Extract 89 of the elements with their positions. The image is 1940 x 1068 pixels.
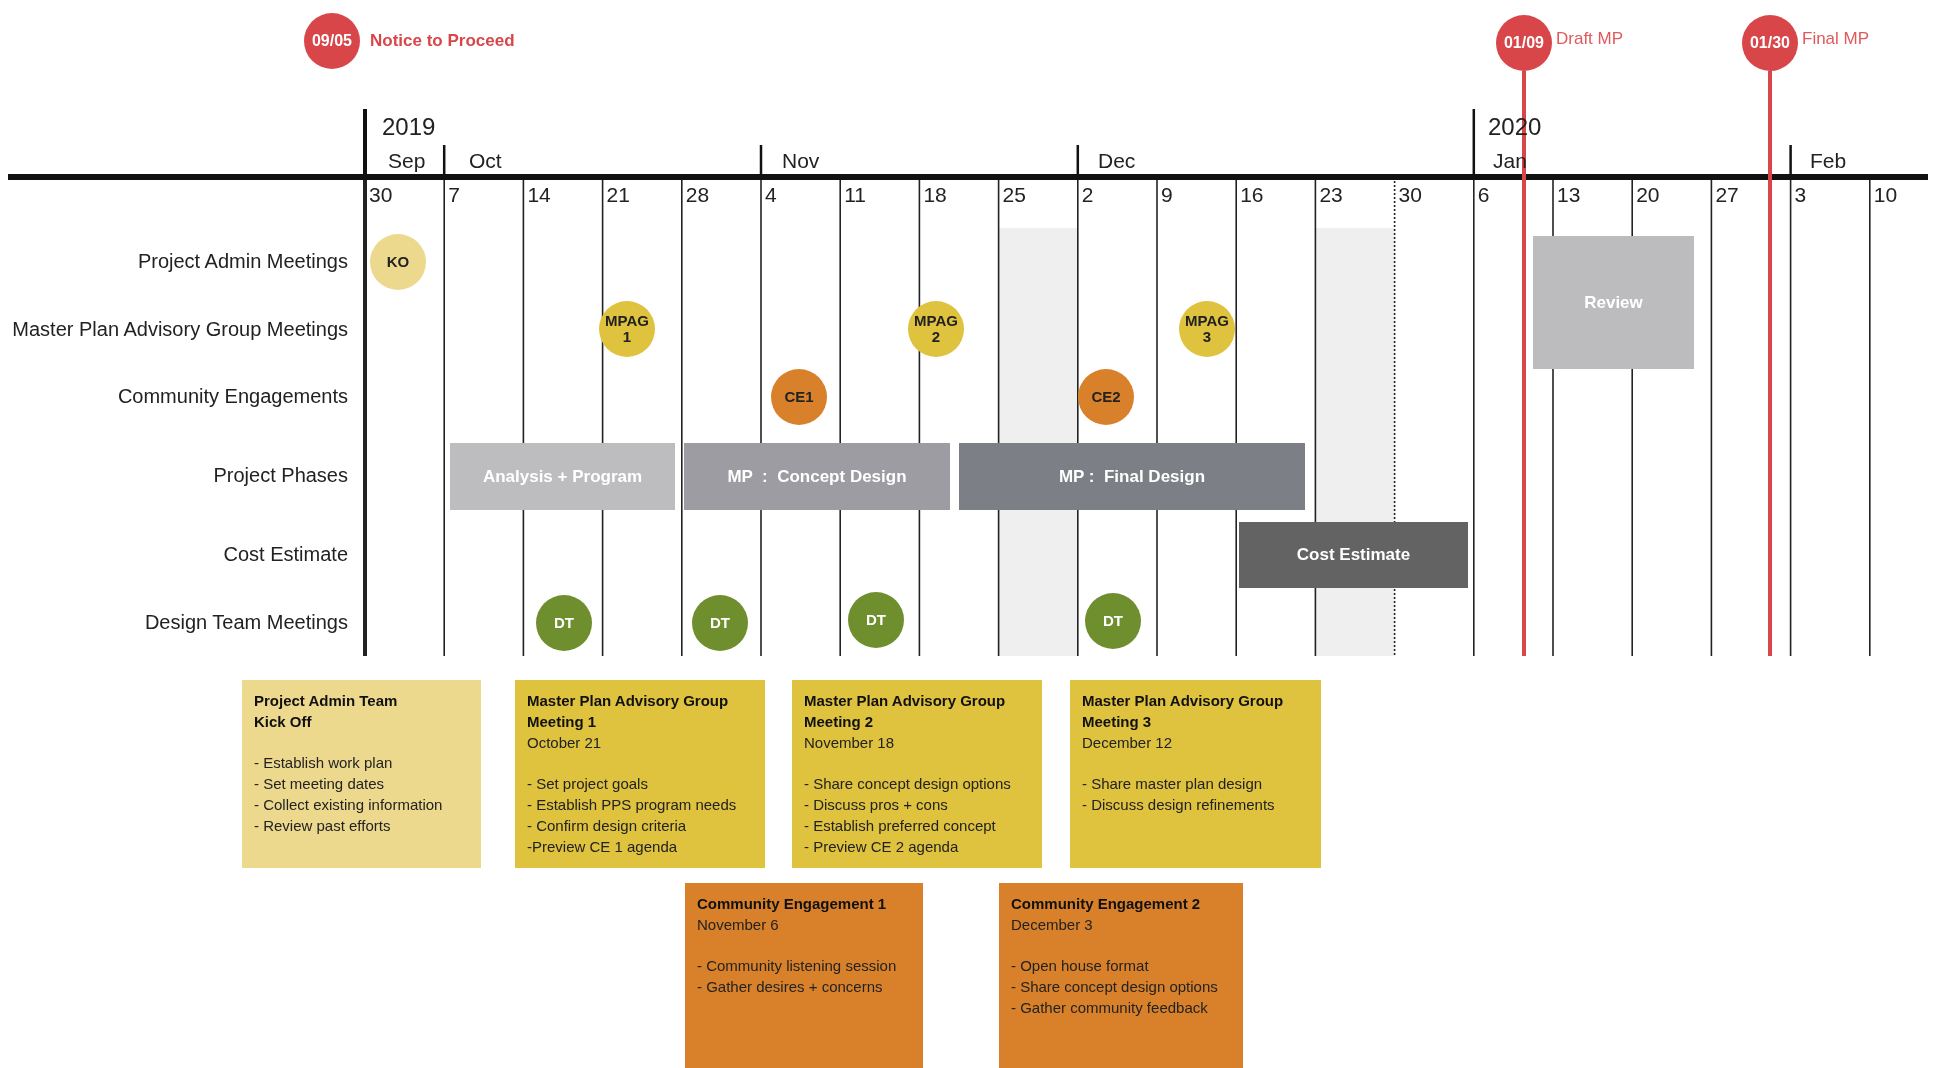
phase-bar: Analysis + Program <box>450 443 675 510</box>
day-label: 21 <box>606 183 630 207</box>
milestone-marker: 01/30 <box>1742 15 1798 71</box>
milestone-marker: 09/05 <box>304 13 360 69</box>
bullet-item: - Gather community feedback <box>1011 998 1209 1018</box>
card-heading: Master Plan Advisory Group Meeting 3 <box>1082 691 1285 732</box>
card-heading: Community Engagement 1 <box>697 894 888 914</box>
day-label: 27 <box>1715 183 1739 207</box>
row-label: Design Team Meetings <box>144 611 348 634</box>
bullet-item: - Establish work plan <box>254 753 394 773</box>
row-label: Community Engagements <box>117 385 348 408</box>
milestone-marker: 01/09 <box>1496 15 1552 71</box>
meeting-marker: MPAG 1 <box>599 301 655 357</box>
meeting-marker: MPAG 2 <box>908 301 964 357</box>
bullet-item: - Establish PPS program needs <box>527 795 738 815</box>
phase-bar: MP : Concept Design <box>684 443 950 510</box>
card-date: November 6 <box>697 915 780 935</box>
bullet-item: - Open house format <box>1011 956 1150 976</box>
meeting-marker: DT <box>692 595 748 651</box>
bullet-item: -Preview CE 1 agenda <box>527 837 679 857</box>
bullet-item: - Set project goals <box>527 774 649 794</box>
meeting-marker: CE2 <box>1078 369 1134 425</box>
card-date: November 18 <box>804 733 896 753</box>
row-label: Project Admin Meetings <box>137 250 348 273</box>
meeting-marker: DT <box>1085 593 1141 649</box>
card-date: December 12 <box>1082 733 1174 753</box>
card-heading: Master Plan Advisory Group Meeting 1 <box>527 691 730 732</box>
day-label: 13 <box>1557 183 1581 207</box>
bullet-item: - Gather desires + concerns <box>697 977 884 997</box>
bullet-item: - Share master plan design <box>1082 774 1264 794</box>
month-label: Dec <box>1098 149 1136 173</box>
meeting-marker: MPAG 3 <box>1179 301 1235 357</box>
bullet-item: - Share concept design options <box>1011 977 1219 997</box>
meeting-marker: CE1 <box>771 369 827 425</box>
day-label: 30 <box>1398 183 1422 207</box>
row-label: Cost Estimate <box>223 543 348 566</box>
review-bar: Review <box>1533 236 1694 369</box>
day-label: 4 <box>765 183 777 207</box>
day-label: 16 <box>1240 183 1264 207</box>
bullet-item: - Establish preferred concept <box>804 816 997 836</box>
day-label: 11 <box>844 183 866 207</box>
milestone-label: Final MP <box>1802 29 1870 49</box>
month-label: Feb <box>1810 149 1847 173</box>
note-card <box>792 680 1042 868</box>
note-card <box>1070 680 1321 868</box>
day-label: 28 <box>685 183 710 207</box>
card-date: December 3 <box>1011 915 1094 935</box>
day-label: 6 <box>1477 183 1490 207</box>
card-heading: Community Engagement 2 <box>1011 894 1202 914</box>
bullet-item: - Review past efforts <box>254 816 392 836</box>
bullet-item: - Discuss pros + cons <box>804 795 949 815</box>
milestone-label: Notice to Proceed <box>370 31 515 51</box>
note-card <box>242 680 481 868</box>
day-label: 10 <box>1873 183 1898 207</box>
card-date: October 21 <box>527 733 603 753</box>
bullet-item: - Confirm design criteria <box>527 816 688 836</box>
day-label: 20 <box>1636 183 1660 207</box>
meeting-marker: KO <box>370 234 426 290</box>
month-label: Oct <box>469 149 502 173</box>
meeting-marker: DT <box>536 595 592 651</box>
bullet-item: - Set meeting dates <box>254 774 386 794</box>
meeting-marker: DT <box>848 592 904 648</box>
bullet-item: - Community listening session <box>697 956 898 976</box>
row-label: Master Plan Advisory Group Meetings <box>12 318 348 341</box>
day-label: 14 <box>527 183 551 207</box>
day-label: 2 <box>1081 183 1094 207</box>
day-label: 7 <box>448 183 460 207</box>
milestone-label: Draft MP <box>1556 29 1624 49</box>
year-label: 2019 <box>382 113 436 141</box>
note-card <box>685 883 923 1068</box>
bullet-item: - Collect existing information <box>254 795 444 815</box>
phase-bar: MP : Final Design <box>959 443 1305 510</box>
card-heading: Master Plan Advisory Group Meeting 2 <box>804 691 1007 732</box>
note-card <box>999 883 1243 1068</box>
day-label: 9 <box>1161 183 1173 207</box>
bullet-item: - Preview CE 2 agenda <box>804 837 960 857</box>
card-heading: Project Admin Team Kick Off <box>254 691 399 732</box>
phase-bar: Cost Estimate <box>1239 522 1468 588</box>
day-label: 3 <box>1794 183 1807 207</box>
bullet-item: - Discuss design refinements <box>1082 795 1276 815</box>
row-label: Project Phases <box>213 464 348 487</box>
day-label: 18 <box>923 183 947 207</box>
day-label: 23 <box>1319 183 1343 207</box>
bullet-item: - Share concept design options <box>804 774 1012 794</box>
month-label: Sep <box>388 149 426 173</box>
day-label: 30 <box>369 183 393 207</box>
note-card <box>515 680 765 868</box>
day-label: 25 <box>1002 183 1026 207</box>
month-label: Nov <box>782 149 820 173</box>
